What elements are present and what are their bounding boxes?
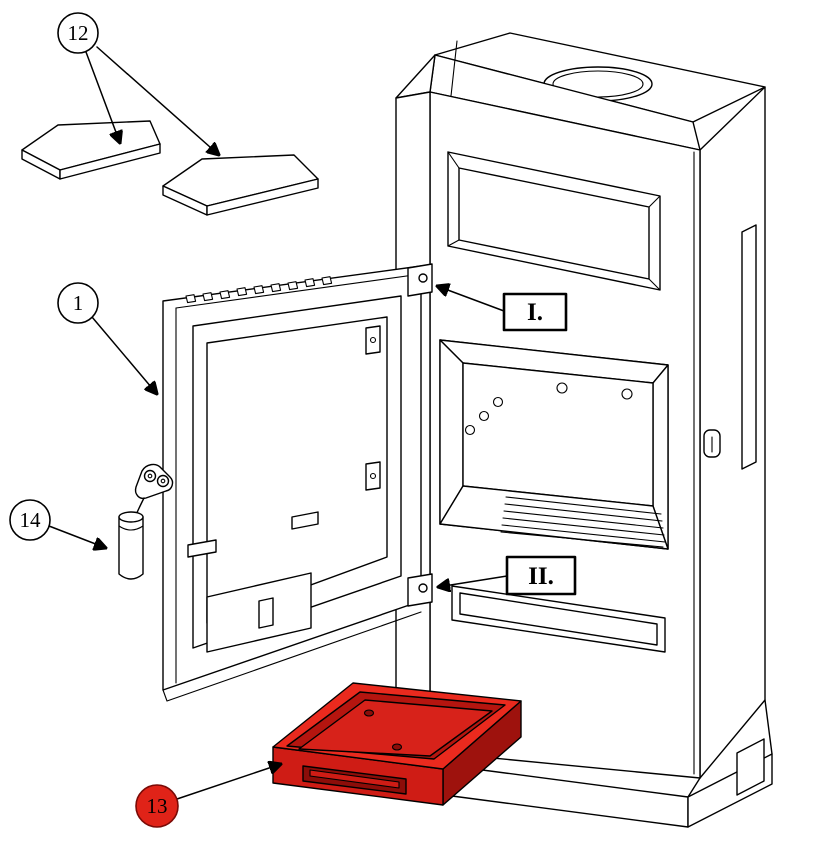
handle-grip-top — [118, 511, 144, 523]
stove-door — [162, 263, 433, 702]
grate-slat — [501, 524, 666, 543]
hinge-pin-lower — [418, 583, 428, 593]
drawer-hole — [363, 709, 375, 717]
leader-line-12b — [96, 46, 219, 155]
handle-grip-band — [118, 525, 144, 531]
drawer-handle-bar — [309, 769, 400, 789]
stove-foot — [736, 738, 765, 796]
vent-hole — [270, 283, 282, 293]
callout-label-13: 13 — [147, 794, 168, 818]
latch-keeper-screw — [369, 472, 377, 480]
baffle-plates — [21, 120, 319, 216]
callouts: 12 1 14 13 I. II. — [9, 12, 577, 828]
callout-label-1: 1 — [73, 291, 84, 315]
callout-circle-13 — [135, 784, 179, 828]
frame-tab-mid — [291, 511, 319, 530]
grate-slat — [504, 503, 663, 522]
latch-keeper-screw — [369, 336, 377, 344]
door-glass-frame — [206, 316, 388, 624]
leader-line-hinge-upper — [437, 286, 505, 312]
frame-tab-left — [187, 539, 217, 558]
air-hole — [621, 388, 633, 400]
callout-circle-1 — [57, 282, 99, 324]
upper-niche-corner-bl — [447, 239, 460, 247]
plinth-front-face — [451, 765, 689, 828]
callout-label-12: 12 — [68, 21, 89, 45]
door-lower-slot — [258, 597, 274, 629]
rear-heat-shield — [741, 224, 757, 470]
vent-hole — [219, 290, 231, 300]
stove-body — [395, 32, 773, 828]
leader-line-1 — [91, 316, 157, 394]
door-latch-handle — [118, 463, 174, 580]
vent-hole — [236, 287, 248, 297]
upper-niche-corner-tl — [447, 151, 460, 169]
baffle-plate-right-edge2 — [206, 178, 319, 216]
vent-hole — [253, 285, 265, 295]
baffle-plate-left-edge2 — [59, 143, 161, 180]
vent-hole — [287, 281, 299, 291]
vent-hole — [304, 278, 316, 288]
air-hole — [478, 410, 490, 422]
ash-drawer — [272, 682, 522, 806]
drawer-floor — [298, 699, 493, 757]
vent-hole — [185, 294, 197, 304]
leader-line-hinge-lower — [438, 575, 508, 587]
latch-pivot-center — [147, 473, 153, 479]
latch-pivot-center — [160, 478, 166, 484]
ash-slot-inner — [459, 592, 658, 646]
grate-slat — [503, 510, 664, 529]
hinge-pin-upper — [418, 273, 428, 283]
air-hole — [492, 396, 504, 408]
drawer-hole — [391, 743, 403, 751]
grate-slat — [505, 496, 662, 515]
door-bottom-thickness — [162, 611, 422, 702]
callout-circle-12 — [57, 12, 99, 54]
leader-line-12a — [85, 51, 120, 143]
upper-niche-corner-tr — [648, 195, 661, 208]
hinge-marker-box-lower — [505, 555, 577, 596]
hinge-marker-label-lower: II. — [528, 563, 554, 590]
door-top-thickness — [175, 273, 422, 309]
air-hole — [464, 424, 476, 436]
handle-grip-body — [118, 516, 144, 580]
leader-line-13 — [176, 764, 281, 800]
hinge-marker-label-upper: I. — [527, 299, 543, 326]
vent-hole — [202, 292, 214, 302]
plinth-connector-back — [764, 699, 773, 755]
upper-niche-corner-br — [648, 278, 661, 291]
stove-back-edge — [450, 40, 458, 97]
callout-label-14: 14 — [20, 508, 42, 532]
plinth-connector-right — [687, 777, 701, 798]
callout-circle-14 — [9, 499, 51, 541]
hinge-marker-box-upper — [502, 292, 568, 332]
grate-slat — [502, 517, 665, 536]
air-hole — [556, 382, 568, 394]
grate-slat — [500, 531, 664, 548]
leader-line-14 — [48, 525, 106, 548]
vent-hole — [321, 276, 333, 286]
